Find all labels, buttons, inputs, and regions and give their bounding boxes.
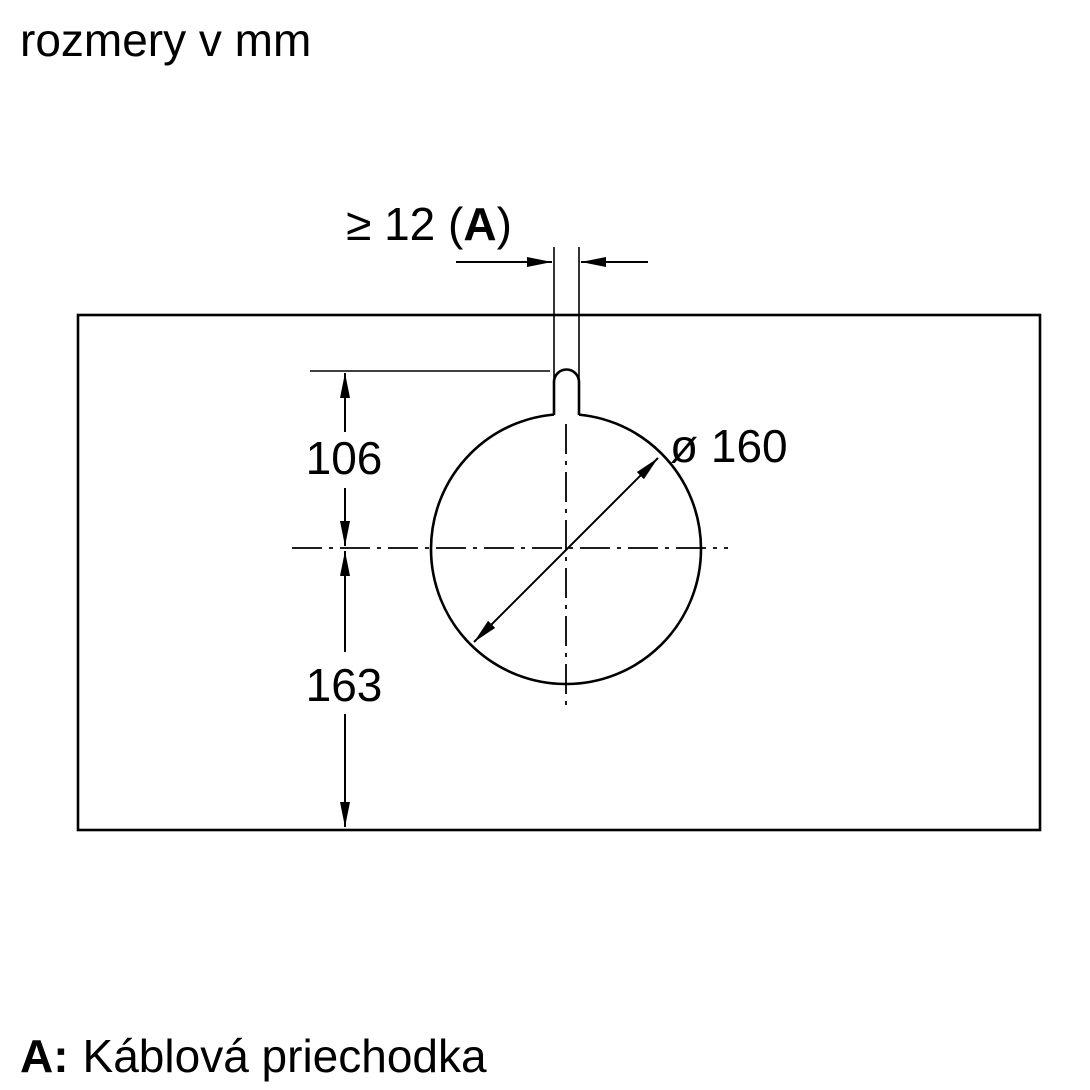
dim-163-label: 163 <box>306 659 383 711</box>
legend: A: Káblová priechodka <box>20 1030 487 1082</box>
diameter-label: ø 160 <box>670 420 788 472</box>
cable-slot-fill <box>554 369 579 420</box>
diameter-arrow <box>473 457 659 643</box>
slot-width-suffix: ) <box>497 198 512 250</box>
slot-width-prefix: ≥ 12 ( <box>346 198 464 250</box>
legend-ref-text: Káblová priechodka <box>83 1030 487 1082</box>
legend-ref-label: A: <box>20 1030 69 1082</box>
slot-width-ref: A <box>463 198 496 250</box>
dim-106-label: 106 <box>306 432 383 484</box>
cable-slot <box>552 368 581 415</box>
page-title: rozmery v mm <box>20 14 311 66</box>
slot-width-dimension-label: ≥ 12 (A) <box>346 198 512 250</box>
